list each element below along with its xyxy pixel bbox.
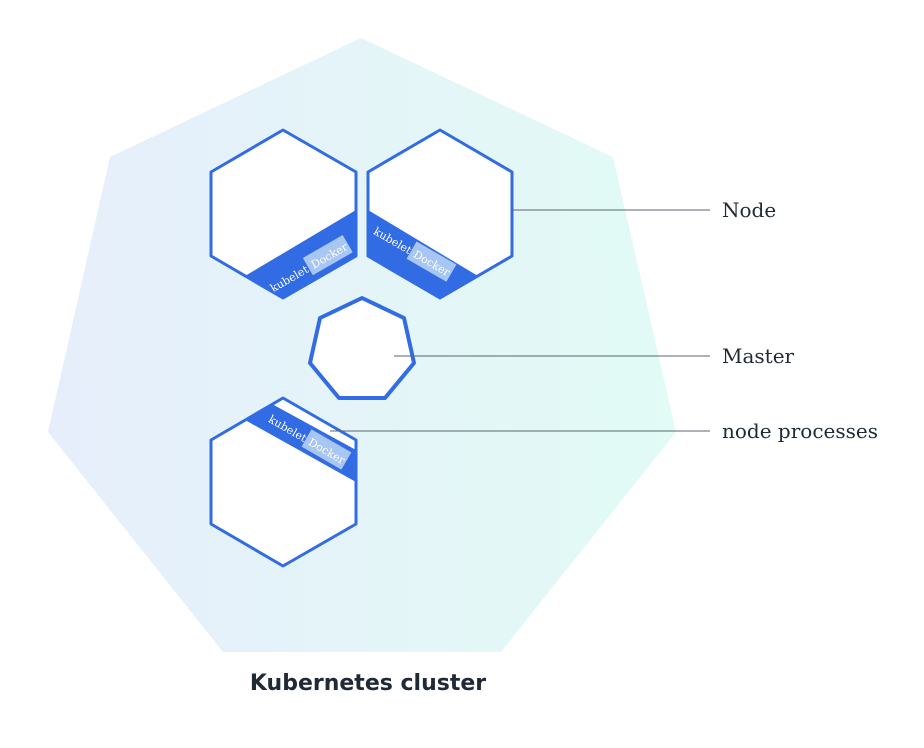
docker-box (301, 429, 352, 470)
kubelet-band (245, 404, 356, 482)
kubelet-band (245, 210, 356, 298)
node-label: Node (722, 198, 776, 222)
node-processes-label: node processes (722, 419, 878, 443)
node-top-right: kubelet Docker (366, 128, 514, 300)
master-label: Master (722, 344, 795, 368)
master-heptagon (308, 296, 416, 400)
node-bottom-left: kubelet Docker (209, 396, 358, 568)
docker-box (302, 234, 353, 276)
docker-box (406, 241, 457, 282)
cluster-title: Kubernetes cluster (250, 671, 486, 696)
